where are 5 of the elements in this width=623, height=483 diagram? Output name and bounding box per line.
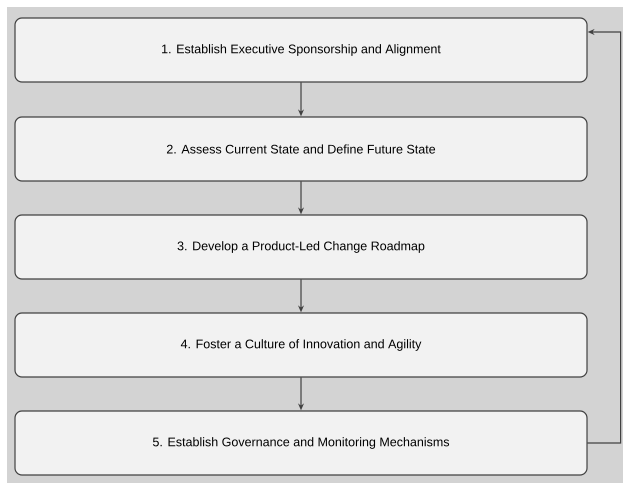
process-box: 5. Establish Governance and Monitoring Mechanisms (14, 410, 588, 476)
process-box: 4. Foster a Culture of Innovation and Agility (14, 312, 588, 378)
process-box: 2. Assess Current State and Define Future State (14, 116, 588, 182)
process-box: 1. Establish Executive Sponsorship and Alignment (14, 17, 588, 83)
process-box: 3. Develop a Product-Led Change Roadmap (14, 214, 588, 280)
